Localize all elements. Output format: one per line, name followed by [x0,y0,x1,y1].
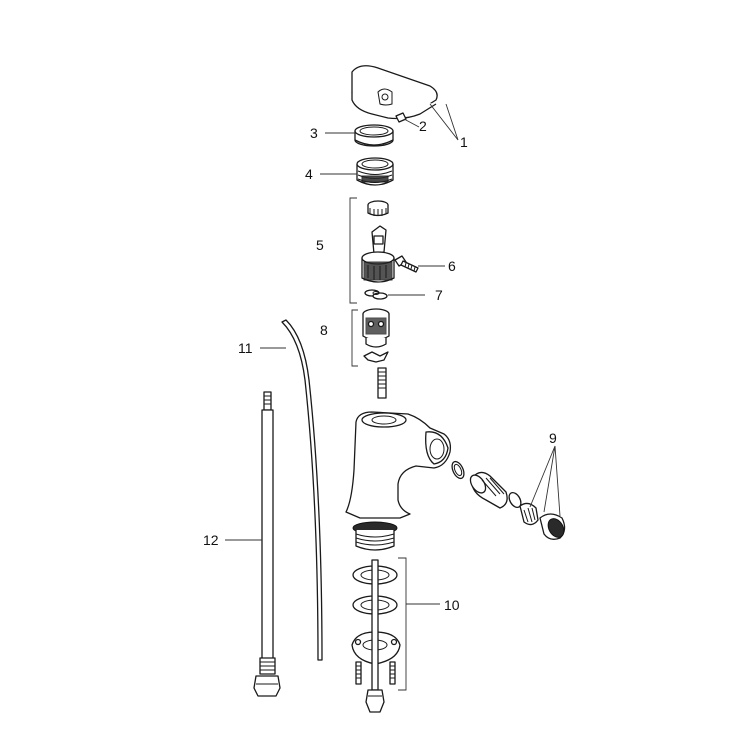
callout-11: 11 [238,340,253,356]
callout-1: 1 [460,134,468,150]
callout-4: 4 [305,166,313,182]
callout-6: 6 [448,258,456,274]
part-outlet-set [451,460,566,540]
part-shank-thread [352,521,398,551]
part-faucet-body [345,411,452,519]
bracket-8 [351,309,358,367]
callout-2: 2 [419,118,427,134]
callout-8: 8 [320,322,328,338]
callout-5: 5 [316,237,324,253]
leader-lines [225,103,561,605]
callout-labels: 1 2 3 4 5 6 7 8 9 10 11 12 [203,118,557,613]
part-screw [394,255,419,273]
part-bonnet-nut [356,157,394,186]
part-supply-hose [253,391,281,697]
callout-3: 3 [310,125,318,141]
bracket-10 [398,557,407,691]
callout-7: 7 [435,287,443,303]
part-o-rings [364,289,388,300]
part-lever-handle [351,65,438,120]
part-cap-ring [354,124,394,147]
part-mounting-set [351,559,401,713]
callout-10: 10 [444,597,460,613]
bracket-5 [349,197,357,304]
part-flex-tube [281,319,323,661]
part-diverter-valve [362,308,390,363]
part-set-screw [395,112,407,123]
part-stem-nipple [377,367,387,399]
part-cartridge [361,200,395,283]
callout-9: 9 [549,430,557,446]
callout-12: 12 [203,532,219,548]
